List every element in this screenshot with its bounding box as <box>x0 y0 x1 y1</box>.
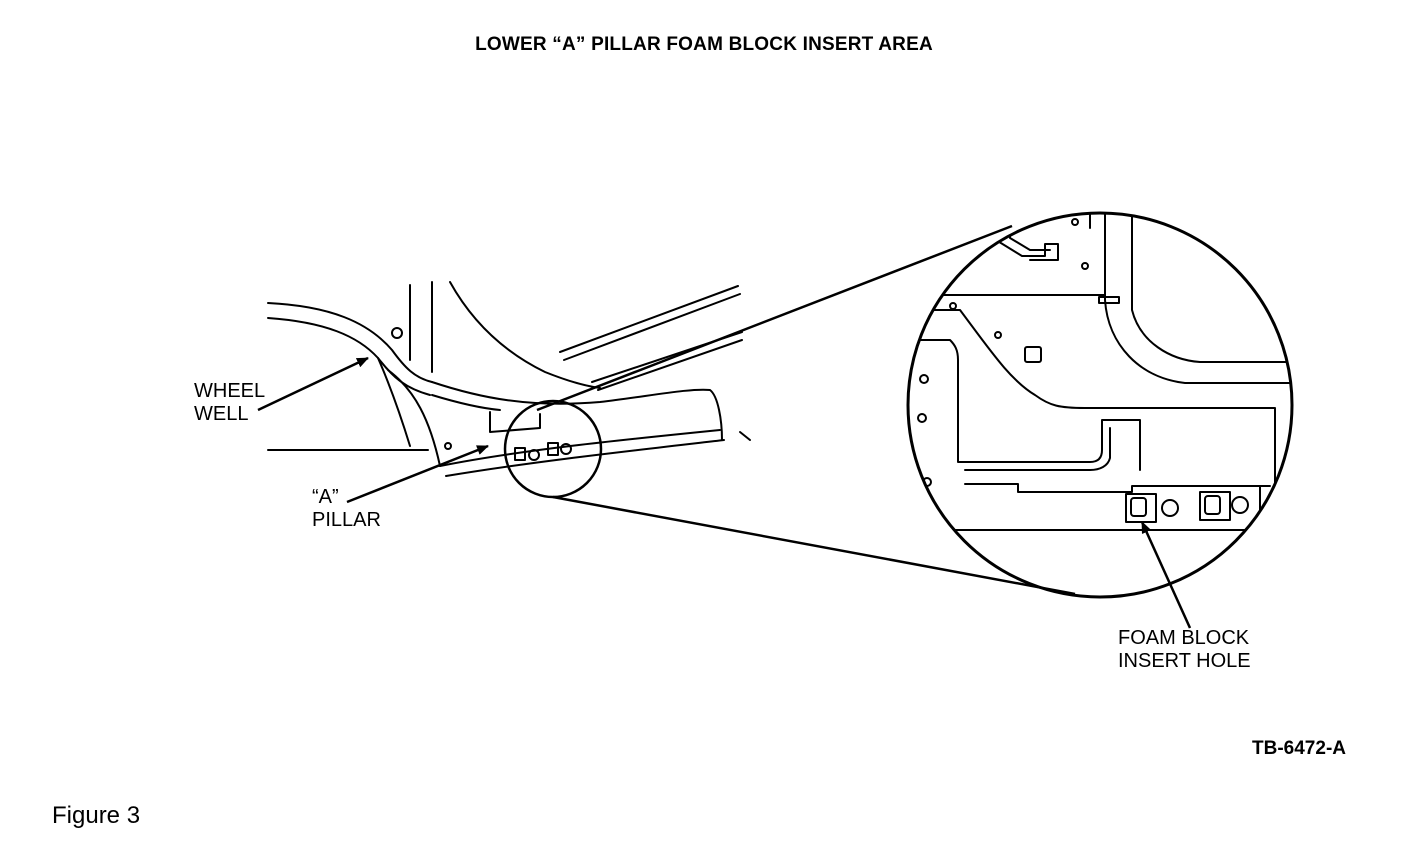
foam-block-label-line2: INSERT HOLE <box>1118 650 1251 672</box>
wheel-well-arch <box>267 302 433 383</box>
zoom-detail <box>908 213 1292 531</box>
foam-block-label: FOAM BLOCK INSERT HOLE <box>1118 627 1251 673</box>
foam-block-label-line1: FOAM BLOCK <box>1118 627 1250 649</box>
wheel-well-label: WHEEL WELL <box>194 380 265 426</box>
wheel-well-label-line1: WHEEL <box>194 380 266 402</box>
a-pillar-label: “A” PILLAR <box>312 486 381 532</box>
wheel-well-label-line2: WELL <box>194 403 249 425</box>
foam-block-arrow <box>1140 521 1192 629</box>
figure-caption: Figure 3 <box>52 802 141 829</box>
vehicle-overview <box>267 281 751 477</box>
detail-circle-large <box>906 211 1294 599</box>
zoom-line-top <box>536 224 1013 412</box>
reference-code: TB-6472-A <box>1252 738 1346 759</box>
wheel-well-arrow <box>257 356 369 412</box>
a-pillar-arrow <box>346 444 489 504</box>
zoom-line-bottom <box>552 495 1076 596</box>
a-pillar-label-line1: “A” <box>312 486 339 508</box>
diagram-title: LOWER “A” PILLAR FOAM BLOCK INSERT AREA <box>475 34 933 55</box>
a-pillar-label-line2: PILLAR <box>312 509 381 531</box>
